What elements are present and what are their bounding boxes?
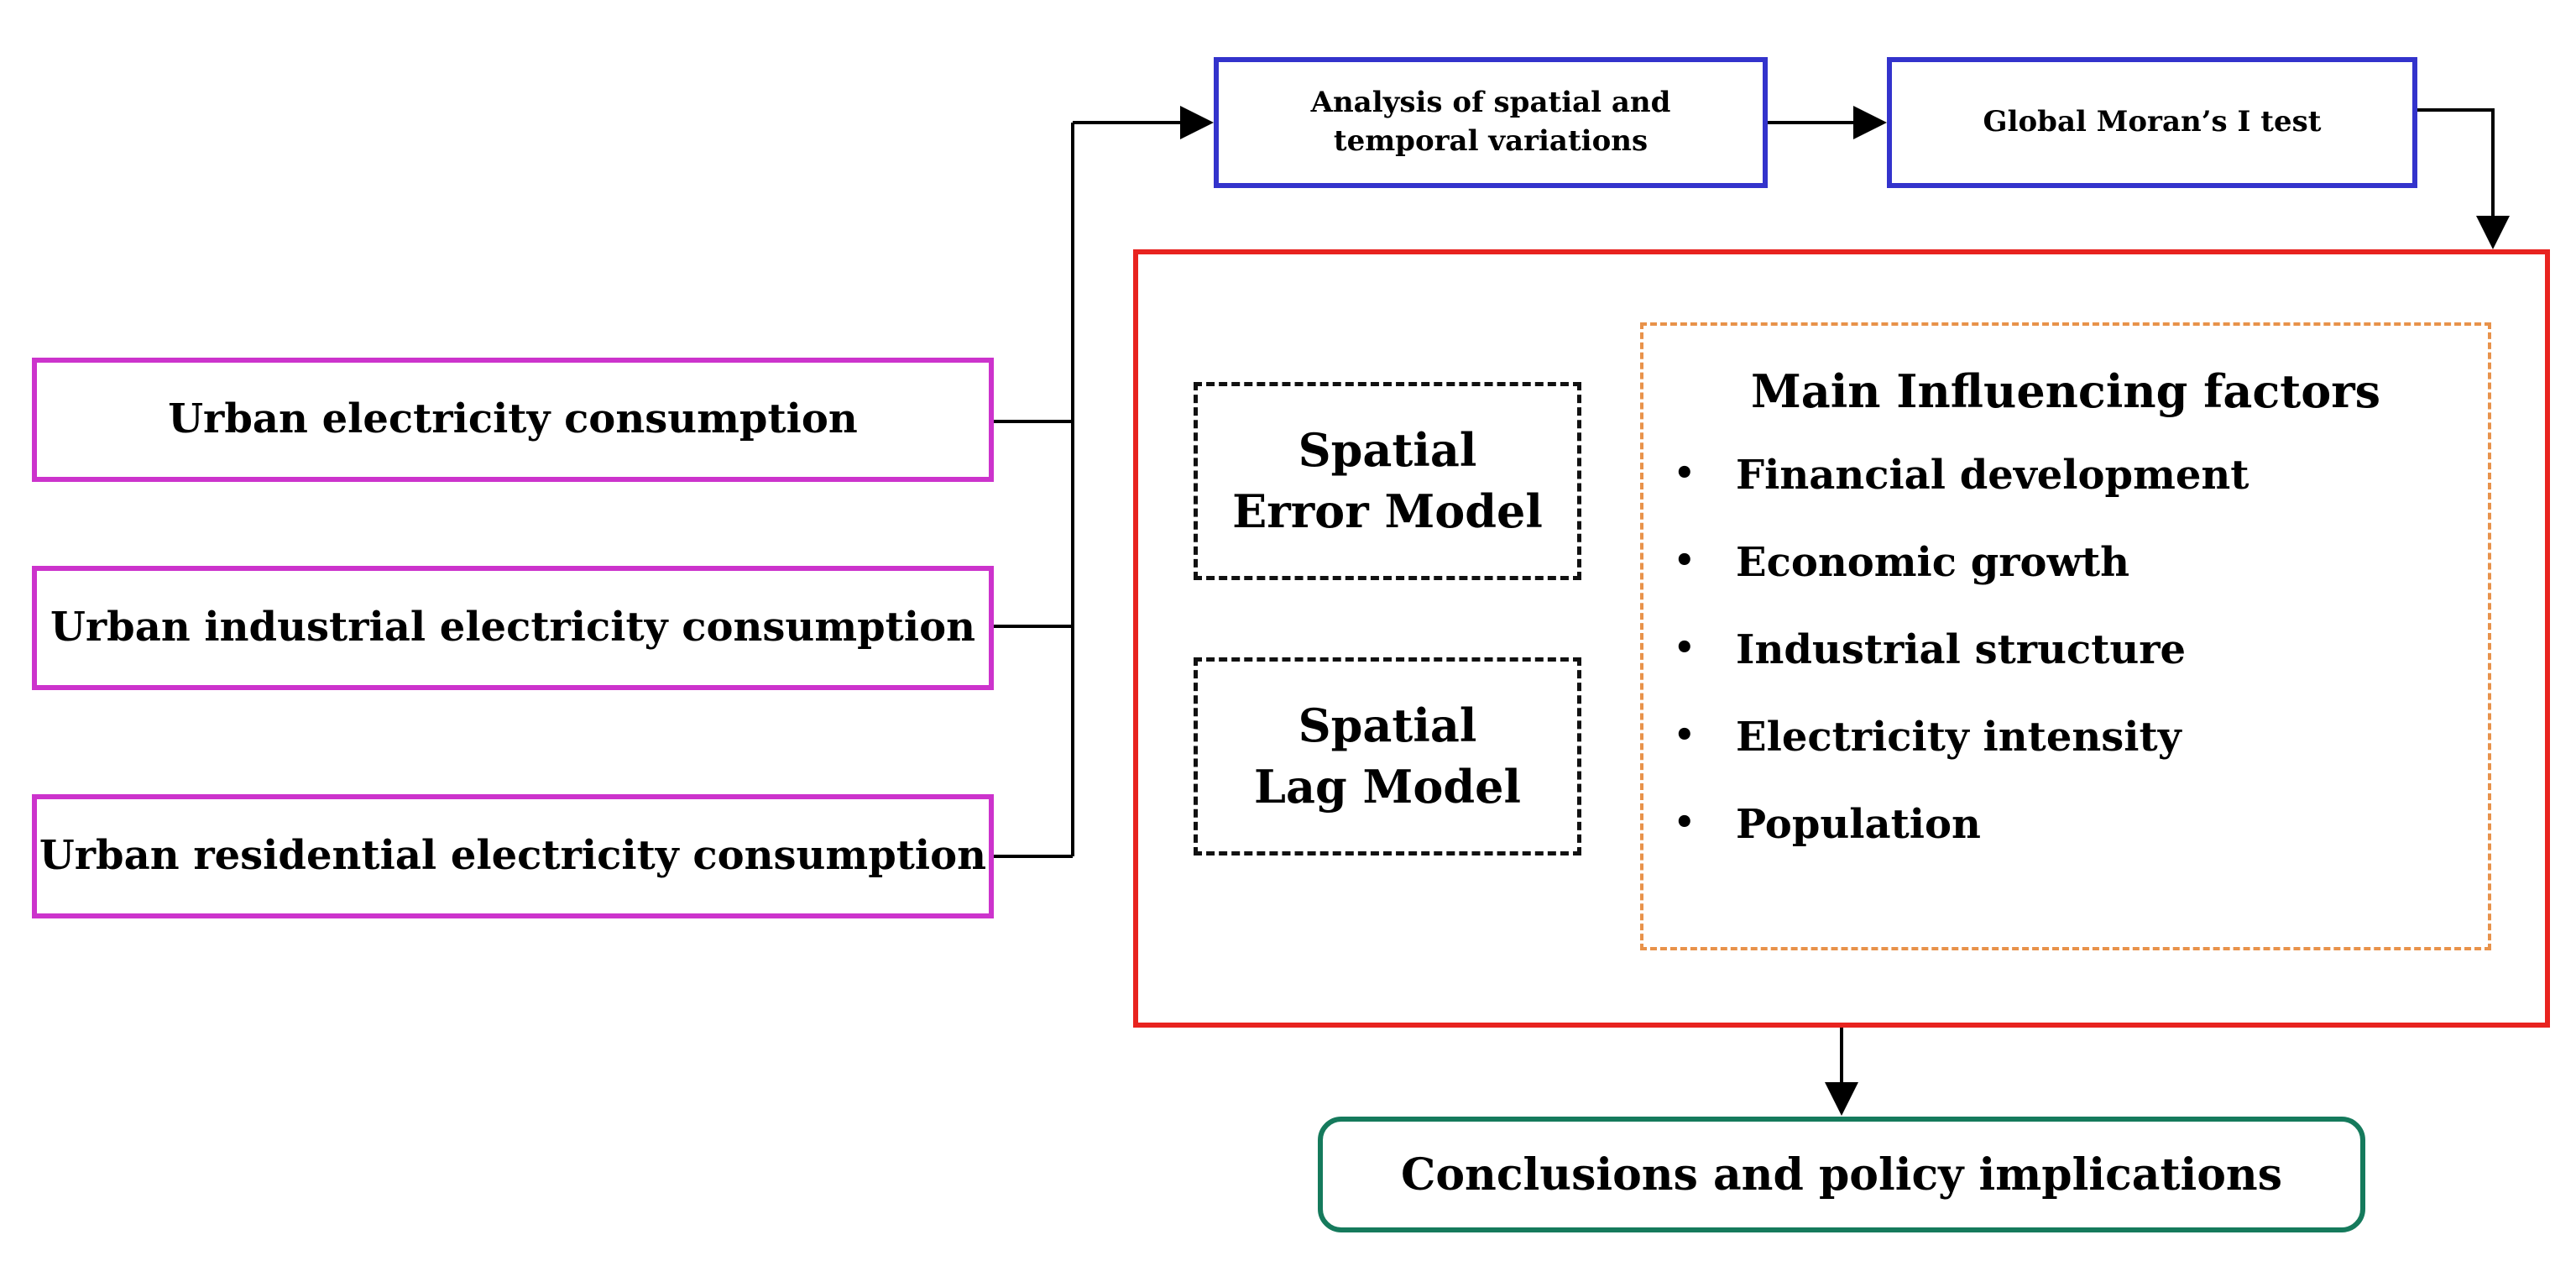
- factor-label: Financial development: [1736, 452, 2249, 499]
- bullet-icon: •: [1674, 628, 1696, 667]
- global-morans-test-label: Global Moran’s I test: [1983, 105, 2322, 139]
- bullet-icon: •: [1674, 715, 1696, 755]
- bullet-icon: •: [1674, 541, 1696, 580]
- residential-electricity-label: Urban residential electricity consumptio…: [39, 832, 987, 880]
- global-morans-test-box: Global Moran’s I test: [1887, 57, 2417, 188]
- industrial-electricity-box: Urban industrial electricity consumption: [32, 566, 994, 690]
- residential-electricity-box: Urban residential electricity consumptio…: [32, 794, 994, 918]
- factor-label: Electricity intensity: [1736, 714, 2182, 761]
- conclusions-box: Conclusions and policy implications: [1318, 1117, 2365, 1232]
- factor-label: Industrial structure: [1736, 626, 2187, 673]
- factor-label: Population: [1736, 801, 1981, 848]
- spatial-temporal-analysis-label: Analysis of spatial and temporal variati…: [1310, 86, 1671, 158]
- models-frame: [1133, 249, 2550, 1028]
- bullet-icon: •: [1674, 453, 1696, 493]
- influencing-factors-title: Main Influencing factors: [1750, 364, 2381, 418]
- conclusions-label: Conclusions and policy implications: [1400, 1149, 2283, 1201]
- spatial-lag-model-label: Spatial Lag Model: [1254, 699, 1521, 814]
- urban-electricity-label: Urban electricity consumption: [168, 395, 858, 443]
- factor-label: Economic growth: [1736, 539, 2129, 586]
- spatial-temporal-analysis-box: Analysis of spatial and temporal variati…: [1214, 57, 1768, 188]
- arrow-to-models: [2417, 108, 2510, 249]
- influencing-factors-box: Main Influencing factors • Financial dev…: [1640, 322, 2491, 950]
- spatial-error-model-box: Spatial Error Model: [1194, 382, 1581, 580]
- bullet-icon: •: [1674, 803, 1696, 842]
- urban-electricity-box: Urban electricity consumption: [32, 358, 994, 482]
- spatial-lag-model-box: Spatial Lag Model: [1194, 657, 1581, 855]
- spatial-error-model-label: Spatial Error Model: [1232, 423, 1543, 538]
- industrial-electricity-label: Urban industrial electricity consumption: [50, 604, 975, 651]
